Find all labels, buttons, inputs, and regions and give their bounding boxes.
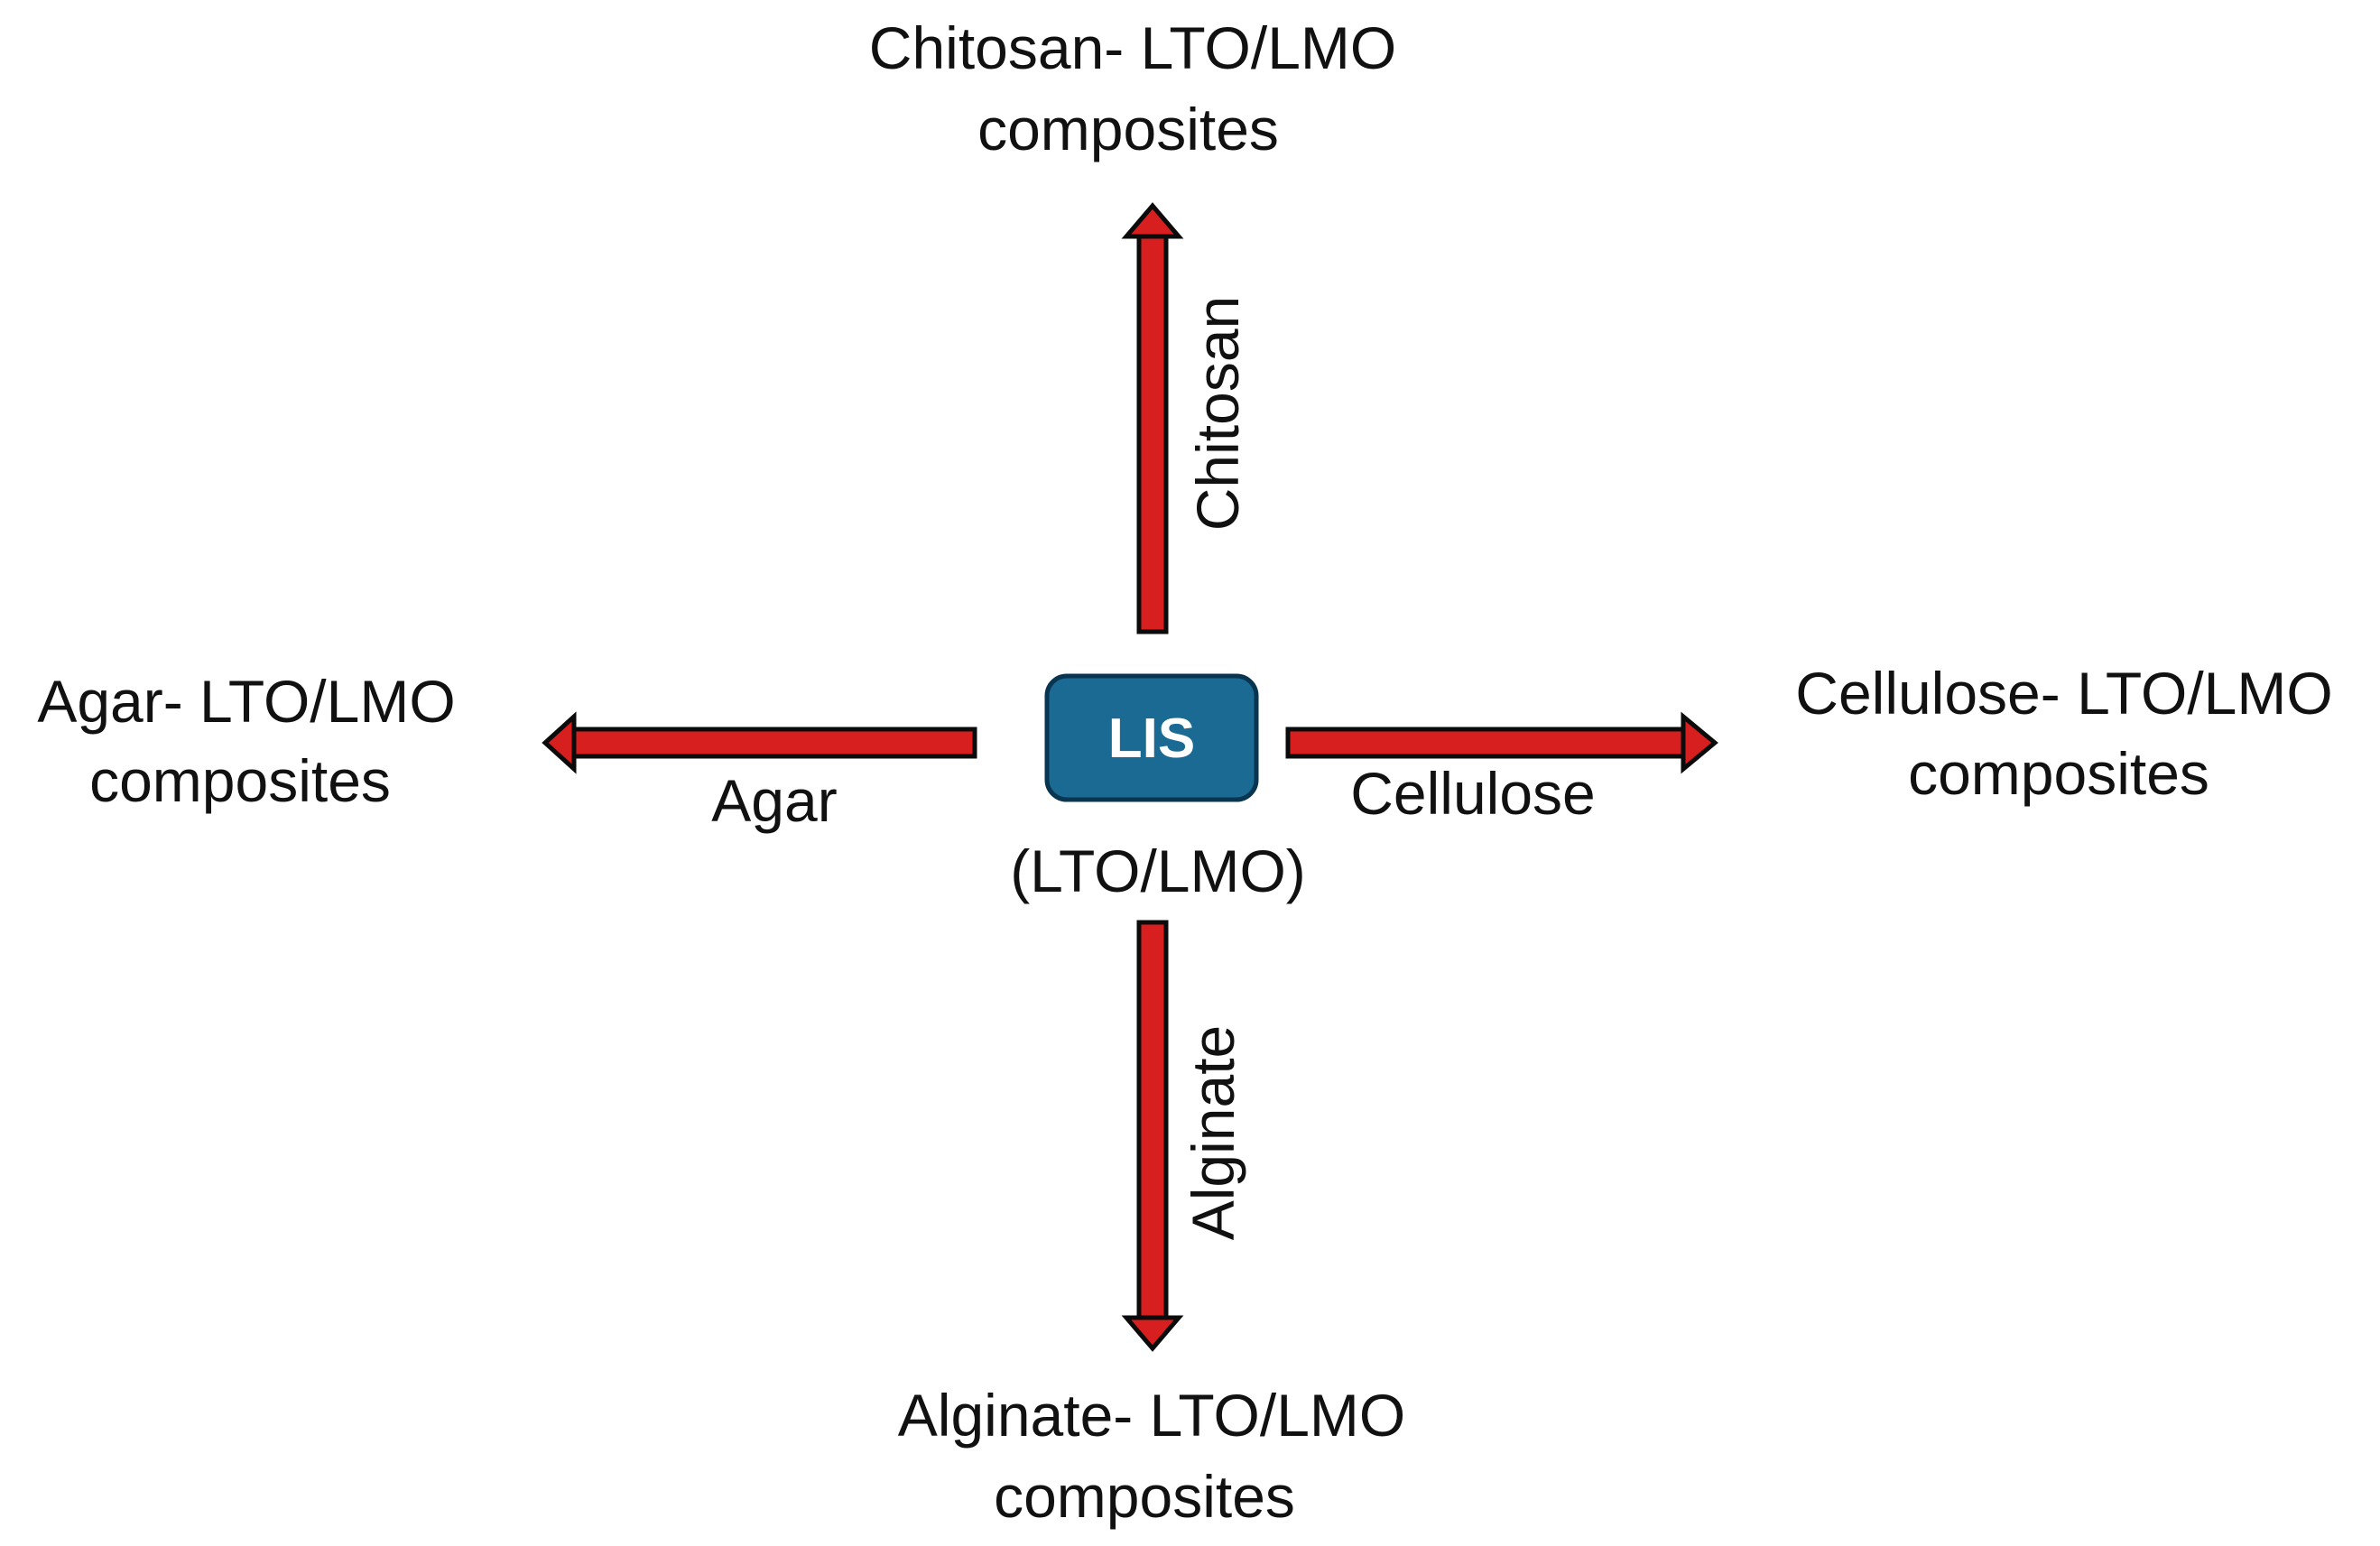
target-right-line1: Cellulose- LTO/LMO bbox=[1795, 660, 2332, 727]
arrow-right-cellulose bbox=[1285, 711, 1718, 774]
arrow-down-shaft bbox=[1136, 920, 1169, 1320]
arrow-up-shaft bbox=[1136, 234, 1169, 634]
target-bottom-line1: Alginate- LTO/LMO bbox=[898, 1382, 1405, 1449]
arrow-left-head bbox=[542, 711, 577, 774]
target-top-line2: composites bbox=[977, 96, 1279, 162]
target-left-line1: Agar- LTO/LMO bbox=[37, 668, 455, 735]
target-bottom-line2: composites bbox=[994, 1463, 1295, 1530]
arrow-right-shaft bbox=[1285, 727, 1686, 759]
arrow-left-shaft bbox=[571, 727, 977, 759]
target-top-line1: Chitosan- LTO/LMO bbox=[869, 14, 1396, 81]
arrow-right-head bbox=[1681, 711, 1718, 774]
arrow-up-chitosan bbox=[1121, 202, 1184, 634]
target-chitosan-composites: Chitosan- LTO/LMO composites bbox=[869, 14, 1396, 162]
arrow-left-agar bbox=[542, 711, 977, 774]
arrow-label-agar: Agar bbox=[711, 767, 837, 834]
arrow-down-alginate bbox=[1121, 920, 1184, 1352]
lis-box-label: LIS bbox=[1108, 708, 1195, 770]
arrow-down-head bbox=[1121, 1315, 1184, 1352]
target-alginate-composites: Alginate- LTO/LMO composites bbox=[898, 1382, 1405, 1530]
lis-box bbox=[1044, 673, 1259, 802]
center-node: LIS bbox=[1044, 673, 1259, 802]
arrow-label-alginate: Alginate bbox=[1180, 1025, 1246, 1241]
arrow-up-head bbox=[1121, 202, 1184, 239]
arrow-label-chitosan: Chitosan bbox=[1184, 296, 1251, 532]
target-right-line2: composites bbox=[1908, 740, 2209, 807]
target-left-line2: composites bbox=[89, 747, 391, 814]
arrow-label-cellulose: Cellulose bbox=[1350, 760, 1595, 827]
target-agar-composites: Agar- LTO/LMO composites bbox=[37, 668, 455, 814]
target-cellulose-composites: Cellulose- LTO/LMO composites bbox=[1795, 660, 2332, 807]
center-sub-label: (LTO/LMO) bbox=[1010, 838, 1306, 904]
